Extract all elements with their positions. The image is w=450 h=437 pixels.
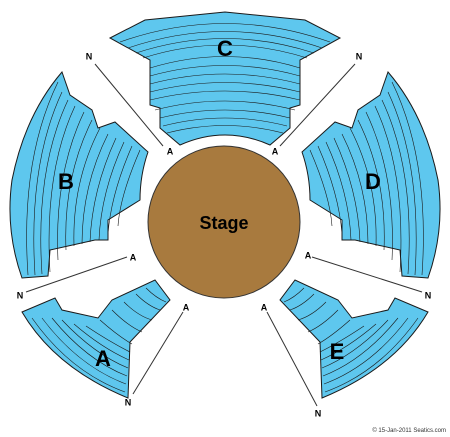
stage-circle (147, 145, 301, 299)
row-marker-a: A (183, 302, 190, 312)
row-marker-n: N (425, 290, 432, 300)
row-marker-n: N (86, 51, 93, 61)
section-a-label: A (95, 346, 111, 371)
row-marker-a: A (130, 252, 137, 262)
row-marker-a: A (261, 302, 268, 312)
section-c-shape (108, 11, 342, 146)
section-a-shape (21, 279, 171, 399)
section-e-shape (279, 279, 429, 399)
section-c-rows (119, 23, 331, 134)
row-marker-n: N (356, 51, 363, 61)
section-b[interactable]: B (9, 71, 149, 279)
row-marker-a: A (272, 146, 279, 156)
section-d-label: D (365, 169, 381, 194)
stage-label: Stage (199, 213, 248, 233)
aisle-lines (25, 63, 423, 407)
row-marker-n: N (17, 290, 24, 300)
row-markers-n: N N N N N N (17, 51, 432, 418)
section-e-rows (283, 287, 419, 393)
section-b-rows (26, 81, 141, 276)
section-d-rows (309, 81, 424, 276)
row-markers-a: A A A A A A (130, 146, 312, 312)
section-d-shape (301, 71, 441, 279)
section-d[interactable]: D (301, 71, 441, 279)
section-e-label: E (330, 339, 345, 364)
section-c-label: C (217, 36, 233, 61)
row-marker-a: A (305, 250, 312, 260)
section-a[interactable]: A (21, 279, 171, 399)
row-marker-n: N (315, 408, 322, 418)
section-b-label: B (58, 169, 74, 194)
stage: Stage (147, 145, 301, 299)
copyright-credit: © 15-Jan-2011 Seatics.com (372, 427, 446, 434)
section-b-shape (9, 71, 149, 279)
row-marker-a: A (167, 146, 174, 156)
section-a-rows (31, 287, 167, 393)
section-c[interactable]: C (108, 11, 342, 146)
row-marker-n: N (125, 397, 132, 407)
section-e[interactable]: E (279, 279, 429, 399)
